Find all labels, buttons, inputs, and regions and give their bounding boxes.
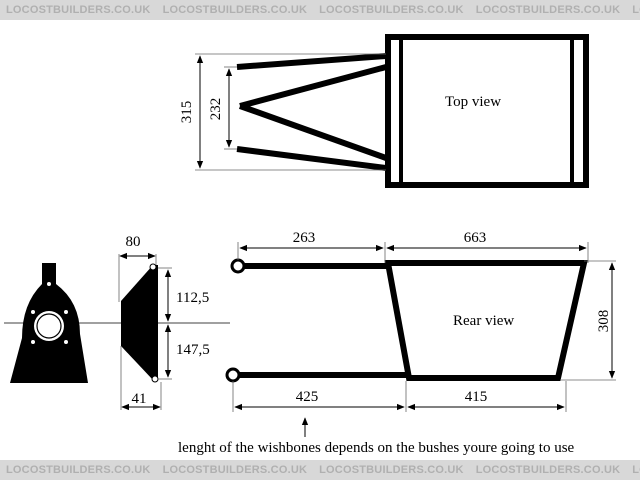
dim-label-112-5: 112,5 — [176, 290, 209, 306]
upright-bolt-hole-4 — [64, 340, 68, 344]
dim-label-425: 425 — [296, 389, 319, 405]
dim-label-663: 663 — [464, 230, 487, 246]
watermark-text: LOCOSTBUILDERS.CO.UK — [475, 4, 621, 16]
top-view-brace-lower — [238, 103, 388, 161]
watermark-row: LOCOSTBUILDERS.CO.UK LOCOSTBUILDERS.CO.UK… — [0, 0, 640, 16]
upright-side-view: 80 41 112,5 147,5 — [118, 234, 210, 411]
watermark-text: LOCOSTBUILDERS.CO.UK — [475, 464, 621, 476]
dim-label-308: 308 — [596, 310, 612, 333]
watermark-text: LOCOSTBUILDERS.CO.UK — [162, 4, 308, 16]
upright-bore-hole — [34, 311, 64, 341]
upright-bottom-pivot — [151, 375, 159, 383]
upright-top-pivot — [149, 263, 157, 271]
dim-label-147-5: 147,5 — [176, 342, 210, 358]
dim-label-415: 415 — [465, 389, 488, 405]
upright-bore-ring — [36, 313, 62, 339]
upright-front-view — [10, 263, 88, 383]
wishbone-diagram: 315 232 Top view — [4, 34, 616, 456]
upright-side-body — [121, 265, 158, 380]
watermark-band-top: LOCOSTBUILDERS.CO.UK LOCOSTBUILDERS.CO.UK… — [0, 0, 640, 20]
note-text: lenght of the wishbones depends on the b… — [178, 440, 575, 456]
dim-label-41: 41 — [132, 391, 147, 407]
upright-bolt-hole-2 — [64, 310, 68, 314]
top-view-label: Top view — [445, 94, 501, 110]
watermark-row: LOCOSTBUILDERS.CO.UK LOCOSTBUILDERS.CO.UK… — [0, 460, 640, 476]
watermark-text: LOCOSTBUILDERS.CO.UK — [632, 464, 640, 476]
watermark-band-bottom: LOCOSTBUILDERS.CO.UK LOCOSTBUILDERS.CO.UK… — [0, 460, 640, 480]
upright-bolt-hole-5 — [47, 282, 51, 286]
top-view-brace-upper — [239, 64, 387, 109]
watermark-text: LOCOSTBUILDERS.CO.UK — [162, 464, 308, 476]
dim-label-263: 263 — [293, 230, 316, 246]
dim-label-80: 80 — [126, 234, 141, 250]
rear-view-bush-upper — [230, 258, 246, 274]
watermark-text: LOCOSTBUILDERS.CO.UK — [6, 464, 151, 476]
top-view-arm-lower — [236, 146, 387, 171]
upright-bolt-hole-1 — [31, 310, 35, 314]
top-view-arm-upper — [236, 53, 387, 70]
watermark-text: LOCOSTBUILDERS.CO.UK — [632, 4, 640, 16]
rear-view-bush-lower — [225, 367, 241, 383]
top-view-frame — [385, 34, 589, 188]
upright-bolt-hole-3 — [31, 340, 35, 344]
dim-label-315: 315 — [179, 101, 195, 124]
watermark-text: LOCOSTBUILDERS.CO.UK — [319, 4, 464, 16]
watermark-text: LOCOSTBUILDERS.CO.UK — [319, 464, 464, 476]
top-view-drawing: 315 232 Top view — [179, 34, 589, 188]
rear-view-label: Rear view — [453, 313, 514, 329]
rear-view-frame — [384, 260, 588, 381]
watermark-text: LOCOSTBUILDERS.CO.UK — [6, 4, 151, 16]
rear-view-drawing: 263 663 425 415 308 Rear view — [225, 230, 616, 412]
dim-label-232: 232 — [208, 98, 224, 121]
